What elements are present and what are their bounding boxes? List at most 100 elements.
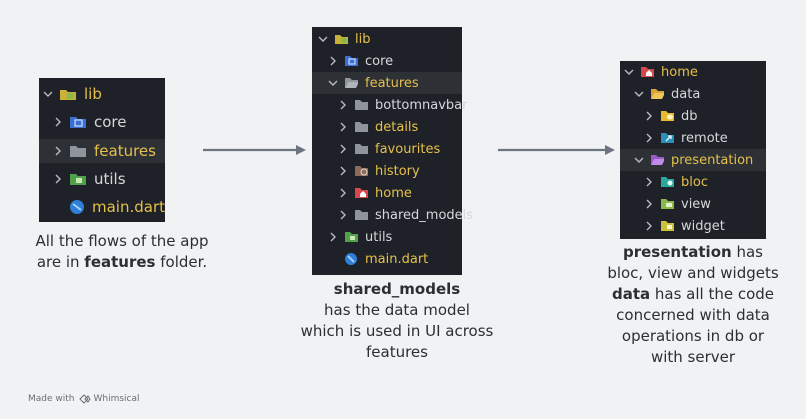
view-folder-icon xyxy=(660,198,674,210)
chevron-right-icon[interactable] xyxy=(53,144,63,158)
tree-item-label: bloc xyxy=(681,174,708,190)
tree-item-core[interactable]: core xyxy=(53,111,165,133)
history-folder-icon xyxy=(354,165,368,177)
folder-icon xyxy=(354,143,368,155)
chevron-right-icon[interactable] xyxy=(338,98,348,112)
tree-item-main-dart[interactable]: main.dart xyxy=(69,196,165,218)
tree-item-label: home xyxy=(661,64,698,80)
tree-item-label: db xyxy=(681,108,698,124)
caption-bold: presentation xyxy=(623,243,732,261)
tree-item-label: bottomnavbar xyxy=(375,97,468,113)
tree-item-remote[interactable]: remote xyxy=(644,127,766,149)
panel3-caption: presentation has bloc, view and widgets … xyxy=(593,242,793,368)
lib-folder-icon xyxy=(334,33,348,45)
tree-item-bottomnavbar[interactable]: bottomnavbar xyxy=(338,94,467,116)
chevron-right-icon[interactable] xyxy=(328,54,338,68)
chevron-down-icon[interactable] xyxy=(634,153,644,167)
tree-item-label: features xyxy=(94,142,156,160)
chevron-down-icon[interactable] xyxy=(328,76,338,90)
caption-line: All the flows of the app xyxy=(35,232,209,250)
tree-item-db[interactable]: db xyxy=(644,105,766,127)
tree-item-label: lib xyxy=(355,31,371,47)
tree-item-core[interactable]: core xyxy=(328,50,462,72)
chevron-right-icon[interactable] xyxy=(338,164,348,178)
dart-file-icon xyxy=(69,200,85,214)
chevron-right-icon[interactable] xyxy=(53,115,63,129)
tree-item-label: widget xyxy=(681,218,725,234)
tree-item-label: history xyxy=(375,163,420,179)
caption-line: are in features folder. xyxy=(22,252,222,273)
tree-item-history[interactable]: history xyxy=(338,160,462,182)
tree-item-view[interactable]: view xyxy=(644,193,766,215)
whimsical-logo-icon xyxy=(78,394,91,404)
presentation-folder-icon xyxy=(650,154,664,166)
tree-item-label: remote xyxy=(681,130,728,146)
tree-item-label: favourites xyxy=(375,141,441,157)
tree-item-label: features xyxy=(365,75,419,91)
chevron-right-icon[interactable] xyxy=(338,186,348,200)
made-with-text: Made with xyxy=(28,394,75,404)
tree-item-label: shared_models xyxy=(375,207,474,223)
chevron-right-icon[interactable] xyxy=(644,197,654,211)
tree-item-features[interactable]: features xyxy=(39,139,165,163)
chevron-down-icon[interactable] xyxy=(318,32,328,46)
panel2-caption: shared_models has the data model which i… xyxy=(277,279,517,363)
tree-item-data[interactable]: data xyxy=(634,83,766,105)
chevron-right-icon[interactable] xyxy=(644,109,654,123)
home-folder-icon xyxy=(640,66,654,78)
open-folder-icon xyxy=(344,77,358,89)
tree-item-label: presentation xyxy=(671,152,754,168)
folder-icon xyxy=(354,121,368,133)
whimsical-text: Whimsical xyxy=(93,394,140,404)
tree-item-bloc[interactable]: bloc xyxy=(644,171,766,193)
caption-line: bloc, view and widgets xyxy=(607,264,779,282)
tree-item-lib[interactable]: lib xyxy=(318,28,462,50)
chevron-down-icon[interactable] xyxy=(624,65,634,79)
chevron-right-icon[interactable] xyxy=(338,142,348,156)
tree-item-main-dart[interactable]: main.dart xyxy=(344,248,462,270)
caption-line: data has all the code xyxy=(593,284,793,305)
chevron-down-icon[interactable] xyxy=(43,87,53,101)
utils-folder-icon xyxy=(344,231,358,243)
arrow-right-icon xyxy=(203,145,306,155)
chevron-right-icon[interactable] xyxy=(328,230,338,244)
tree-item-shared-models[interactable]: shared_models xyxy=(338,204,473,226)
tree-item-presentation[interactable]: presentation xyxy=(620,149,766,171)
tree-item-utils[interactable]: utils xyxy=(328,226,462,248)
lib-folder-icon xyxy=(59,88,77,100)
folder-icon xyxy=(354,99,368,111)
file-tree-panel-2: lib core features bottomnavbar details f… xyxy=(312,27,473,275)
tree-item-label: main.dart xyxy=(92,198,166,216)
chevron-right-icon[interactable] xyxy=(644,219,654,233)
caption-line: concerned with data xyxy=(616,306,770,324)
panel1-caption: All the flows of the app are in features… xyxy=(22,231,222,273)
chevron-right-icon[interactable] xyxy=(338,208,348,222)
file-tree-panel-3: home data db remote presentation bloc vi… xyxy=(620,61,766,239)
tree-item-favourites[interactable]: favourites xyxy=(338,138,462,160)
tree-item-label: view xyxy=(681,196,711,212)
bloc-folder-icon xyxy=(660,176,674,188)
tree-item-details[interactable]: details xyxy=(338,116,462,138)
tree-item-home[interactable]: home xyxy=(338,182,462,204)
tree-item-label: main.dart xyxy=(365,251,429,267)
tree-item-home[interactable]: home xyxy=(624,61,766,83)
caption-text: are in xyxy=(36,253,85,271)
caption-text: has all the code xyxy=(650,285,775,303)
core-folder-icon xyxy=(344,55,358,67)
caption-bold: features xyxy=(84,253,156,271)
widget-folder-icon xyxy=(660,220,674,232)
chevron-right-icon[interactable] xyxy=(644,175,654,189)
tree-item-label: data xyxy=(671,86,701,102)
tree-item-features[interactable]: features xyxy=(312,72,462,94)
chevron-right-icon[interactable] xyxy=(53,172,63,186)
tree-item-lib[interactable]: lib xyxy=(43,83,165,105)
caption-text: folder. xyxy=(155,253,208,271)
tree-item-utils[interactable]: utils xyxy=(53,168,165,190)
made-with-whimsical-badge[interactable]: Made with Whimsical xyxy=(28,394,140,404)
chevron-right-icon[interactable] xyxy=(644,131,654,145)
chevron-down-icon[interactable] xyxy=(634,87,644,101)
tree-item-widget[interactable]: widget xyxy=(644,215,766,237)
folder-icon xyxy=(69,145,87,157)
chevron-right-icon[interactable] xyxy=(338,120,348,134)
caption-line: which is used in UI across xyxy=(300,322,494,340)
